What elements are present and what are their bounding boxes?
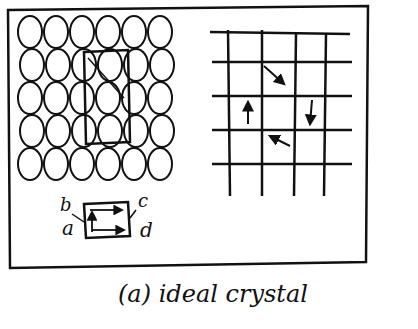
atom-circle: [46, 49, 70, 81]
atom-circle: [148, 148, 172, 180]
atom-circle: [44, 82, 68, 114]
grid-arrows: [248, 66, 312, 146]
unit-cell-outline: [84, 50, 130, 144]
corner-label: a: [62, 218, 74, 238]
atom-array: [18, 16, 174, 180]
atom-circle: [70, 16, 94, 48]
atom-circle: [20, 49, 44, 81]
lattice-grid: [210, 30, 352, 196]
atom-circle: [150, 115, 174, 147]
vector-arrow: [91, 212, 93, 232]
caption: (a) ideal crystal: [118, 282, 308, 306]
cell-rectangle: [84, 202, 130, 238]
atom-circle: [44, 16, 68, 48]
atom-circle: [96, 16, 120, 48]
atom-circle: [18, 16, 42, 48]
atom-circle: [96, 148, 120, 180]
corner-label: b: [60, 196, 72, 214]
corner-label: d: [140, 220, 153, 240]
atom-circle: [148, 16, 172, 48]
atom-circle: [46, 115, 70, 147]
atom-circle: [122, 16, 146, 48]
atom-circle: [18, 148, 42, 180]
vector-arrow: [90, 209, 122, 211]
atom-circle: [98, 49, 122, 81]
atom-circle: [20, 115, 44, 147]
atom-circle: [72, 115, 96, 147]
atom-circle: [148, 82, 172, 114]
atom-circle: [96, 82, 120, 114]
vector-arrow: [92, 229, 124, 231]
leader-line: [130, 210, 136, 218]
atom-circle: [18, 82, 42, 114]
atom-circle: [70, 82, 94, 114]
atom-circle: [122, 148, 146, 180]
frame: [8, 6, 368, 268]
atom-circle: [150, 49, 174, 81]
diagonal-mark: [88, 58, 124, 98]
corner-label: c: [138, 192, 148, 210]
atom-circle: [44, 148, 68, 180]
atom-circle: [122, 82, 146, 114]
atom-circle: [70, 148, 94, 180]
